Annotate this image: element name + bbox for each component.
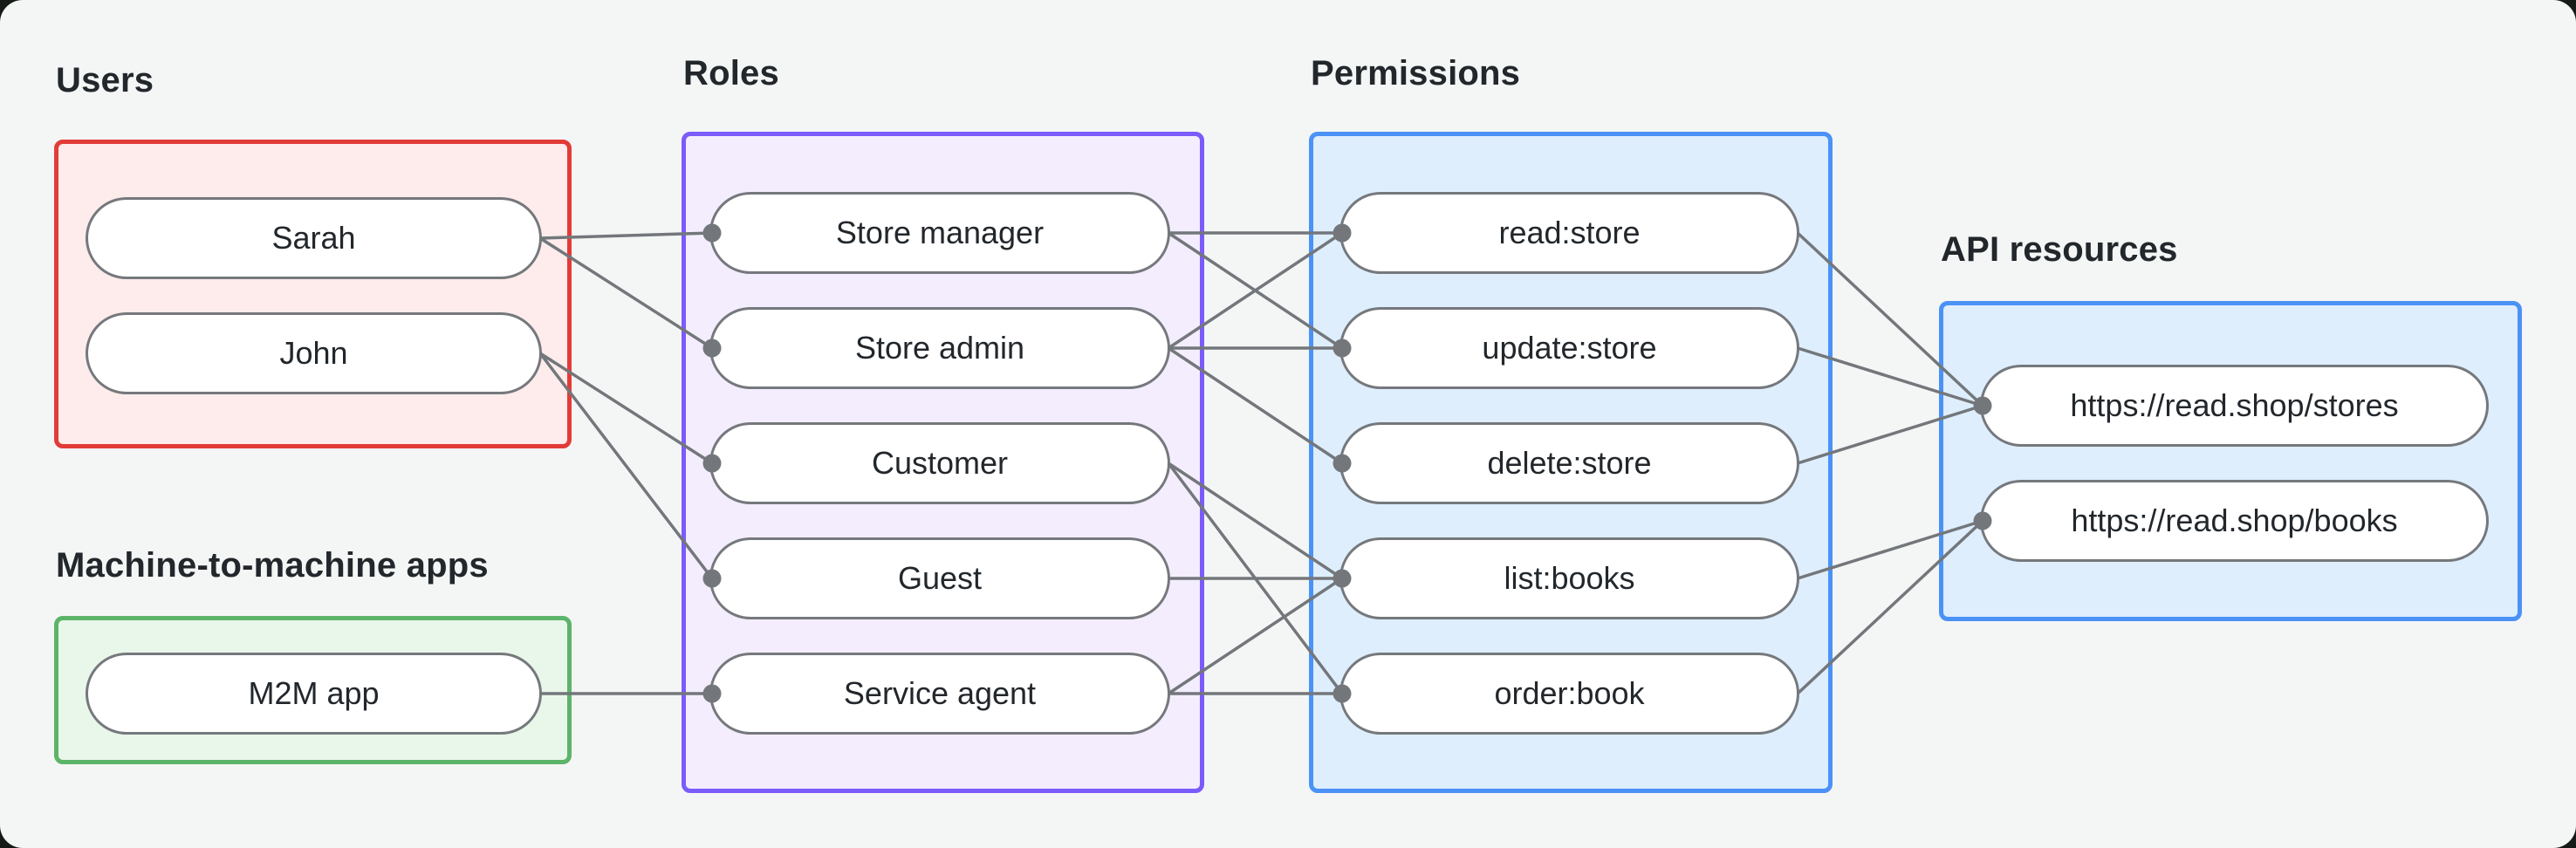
group-label-roles: Roles (683, 54, 779, 92)
node-store-admin: Store admin (709, 307, 1170, 389)
node-store-manager: Store manager (709, 192, 1170, 274)
group-label-m2m: Machine-to-machine apps (56, 546, 489, 585)
node-read-store: read:store (1339, 192, 1799, 274)
node-stores: https://read.shop/stores (1980, 365, 2489, 447)
group-label-api: API resources (1941, 230, 2178, 269)
node-guest: Guest (709, 537, 1170, 619)
node-order-book: order:book (1339, 653, 1799, 735)
node-m2m-app: M2M app (86, 653, 542, 735)
node-update-store: update:store (1339, 307, 1799, 389)
group-box-api (1939, 301, 2522, 621)
node-sarah: Sarah (86, 197, 542, 279)
group-label-permissions: Permissions (1311, 54, 1521, 92)
group-box-users (54, 140, 572, 448)
node-john: John (86, 312, 542, 394)
node-service-agent: Service agent (709, 653, 1170, 735)
group-label-users: Users (56, 61, 154, 99)
node-customer: Customer (709, 422, 1170, 504)
node-books: https://read.shop/books (1980, 480, 2489, 562)
node-delete-store: delete:store (1339, 422, 1799, 504)
node-list-books: list:books (1339, 537, 1799, 619)
